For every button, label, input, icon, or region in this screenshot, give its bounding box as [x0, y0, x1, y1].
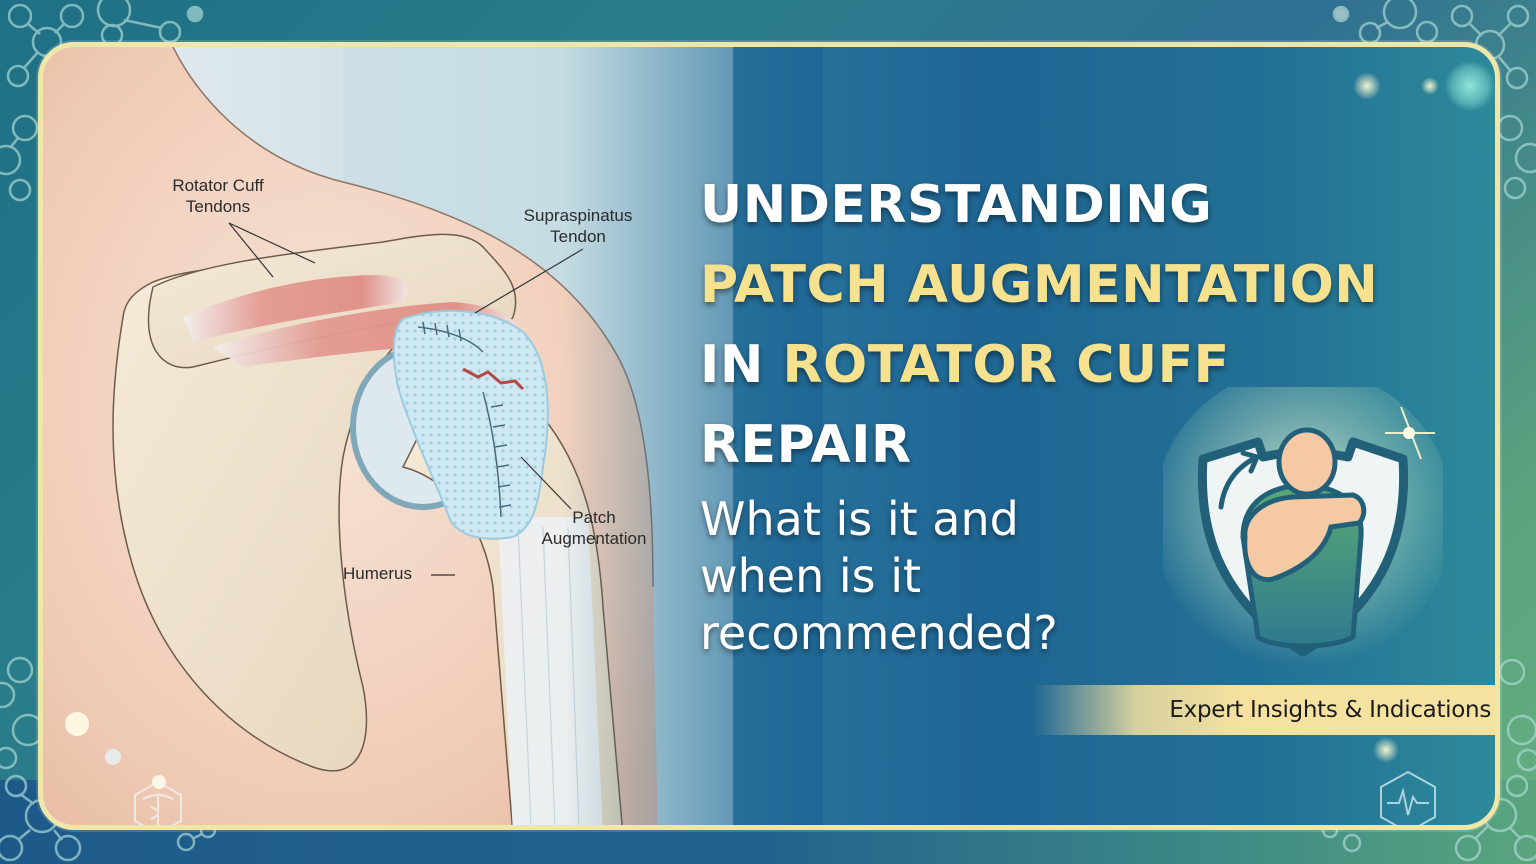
- title-line-1: UNDERSTANDING: [700, 175, 1213, 235]
- title-line-3: IN ROTATOR CUFF: [700, 325, 1460, 405]
- subtitle: What is it and when is it recommended?: [700, 491, 1140, 662]
- tagline-banner: Expert Insights & Indications: [1033, 685, 1495, 735]
- label-line: Tendon: [550, 227, 606, 246]
- heartbeat-hexagon-icon: [1380, 770, 1436, 825]
- glow-dot: [1373, 737, 1399, 763]
- label-line: Humerus: [343, 564, 412, 583]
- tagline-text: Expert Insights & Indications: [1169, 697, 1491, 723]
- title-line-2: PATCH AUGMENTATION: [700, 255, 1379, 315]
- title-line-4: REPAIR: [700, 415, 912, 475]
- page-title: UNDERSTANDING PATCH AUGMENTATION IN ROTA…: [700, 165, 1460, 485]
- glow-dot: [1445, 61, 1495, 111]
- glow-dot: [1353, 72, 1381, 100]
- shield-shoulder-stretch-icon: [1163, 387, 1443, 667]
- subtitle-line-3: recommended?: [700, 606, 1058, 660]
- label-rotator-cuff-tendons: Rotator Cuff Tendons: [153, 175, 283, 217]
- label-line: Rotator Cuff: [172, 176, 264, 195]
- label-line: Augmentation: [541, 529, 647, 548]
- caduceus-hexagon-icon: [134, 780, 182, 825]
- subtitle-line-2: when is it: [700, 549, 922, 603]
- title-line-3-highlight: ROTATOR CUFF: [782, 335, 1230, 395]
- label-line: Supraspinatus: [523, 206, 633, 225]
- glow-dot: [1421, 77, 1439, 95]
- label-humerus: Humerus: [343, 563, 433, 584]
- subtitle-line-1: What is it and: [700, 492, 1019, 546]
- label-line: Patch: [572, 508, 616, 527]
- main-card: Rotator Cuff Tendons Supraspinatus Tendo…: [38, 42, 1500, 830]
- illustration-fade-overlay: [563, 47, 823, 825]
- title-line-3-prefix: IN: [700, 335, 783, 395]
- label-patch-augmentation: Patch Augmentation: [529, 507, 659, 549]
- label-supraspinatus-tendon: Supraspinatus Tendon: [513, 205, 643, 247]
- label-line: Tendons: [185, 197, 251, 216]
